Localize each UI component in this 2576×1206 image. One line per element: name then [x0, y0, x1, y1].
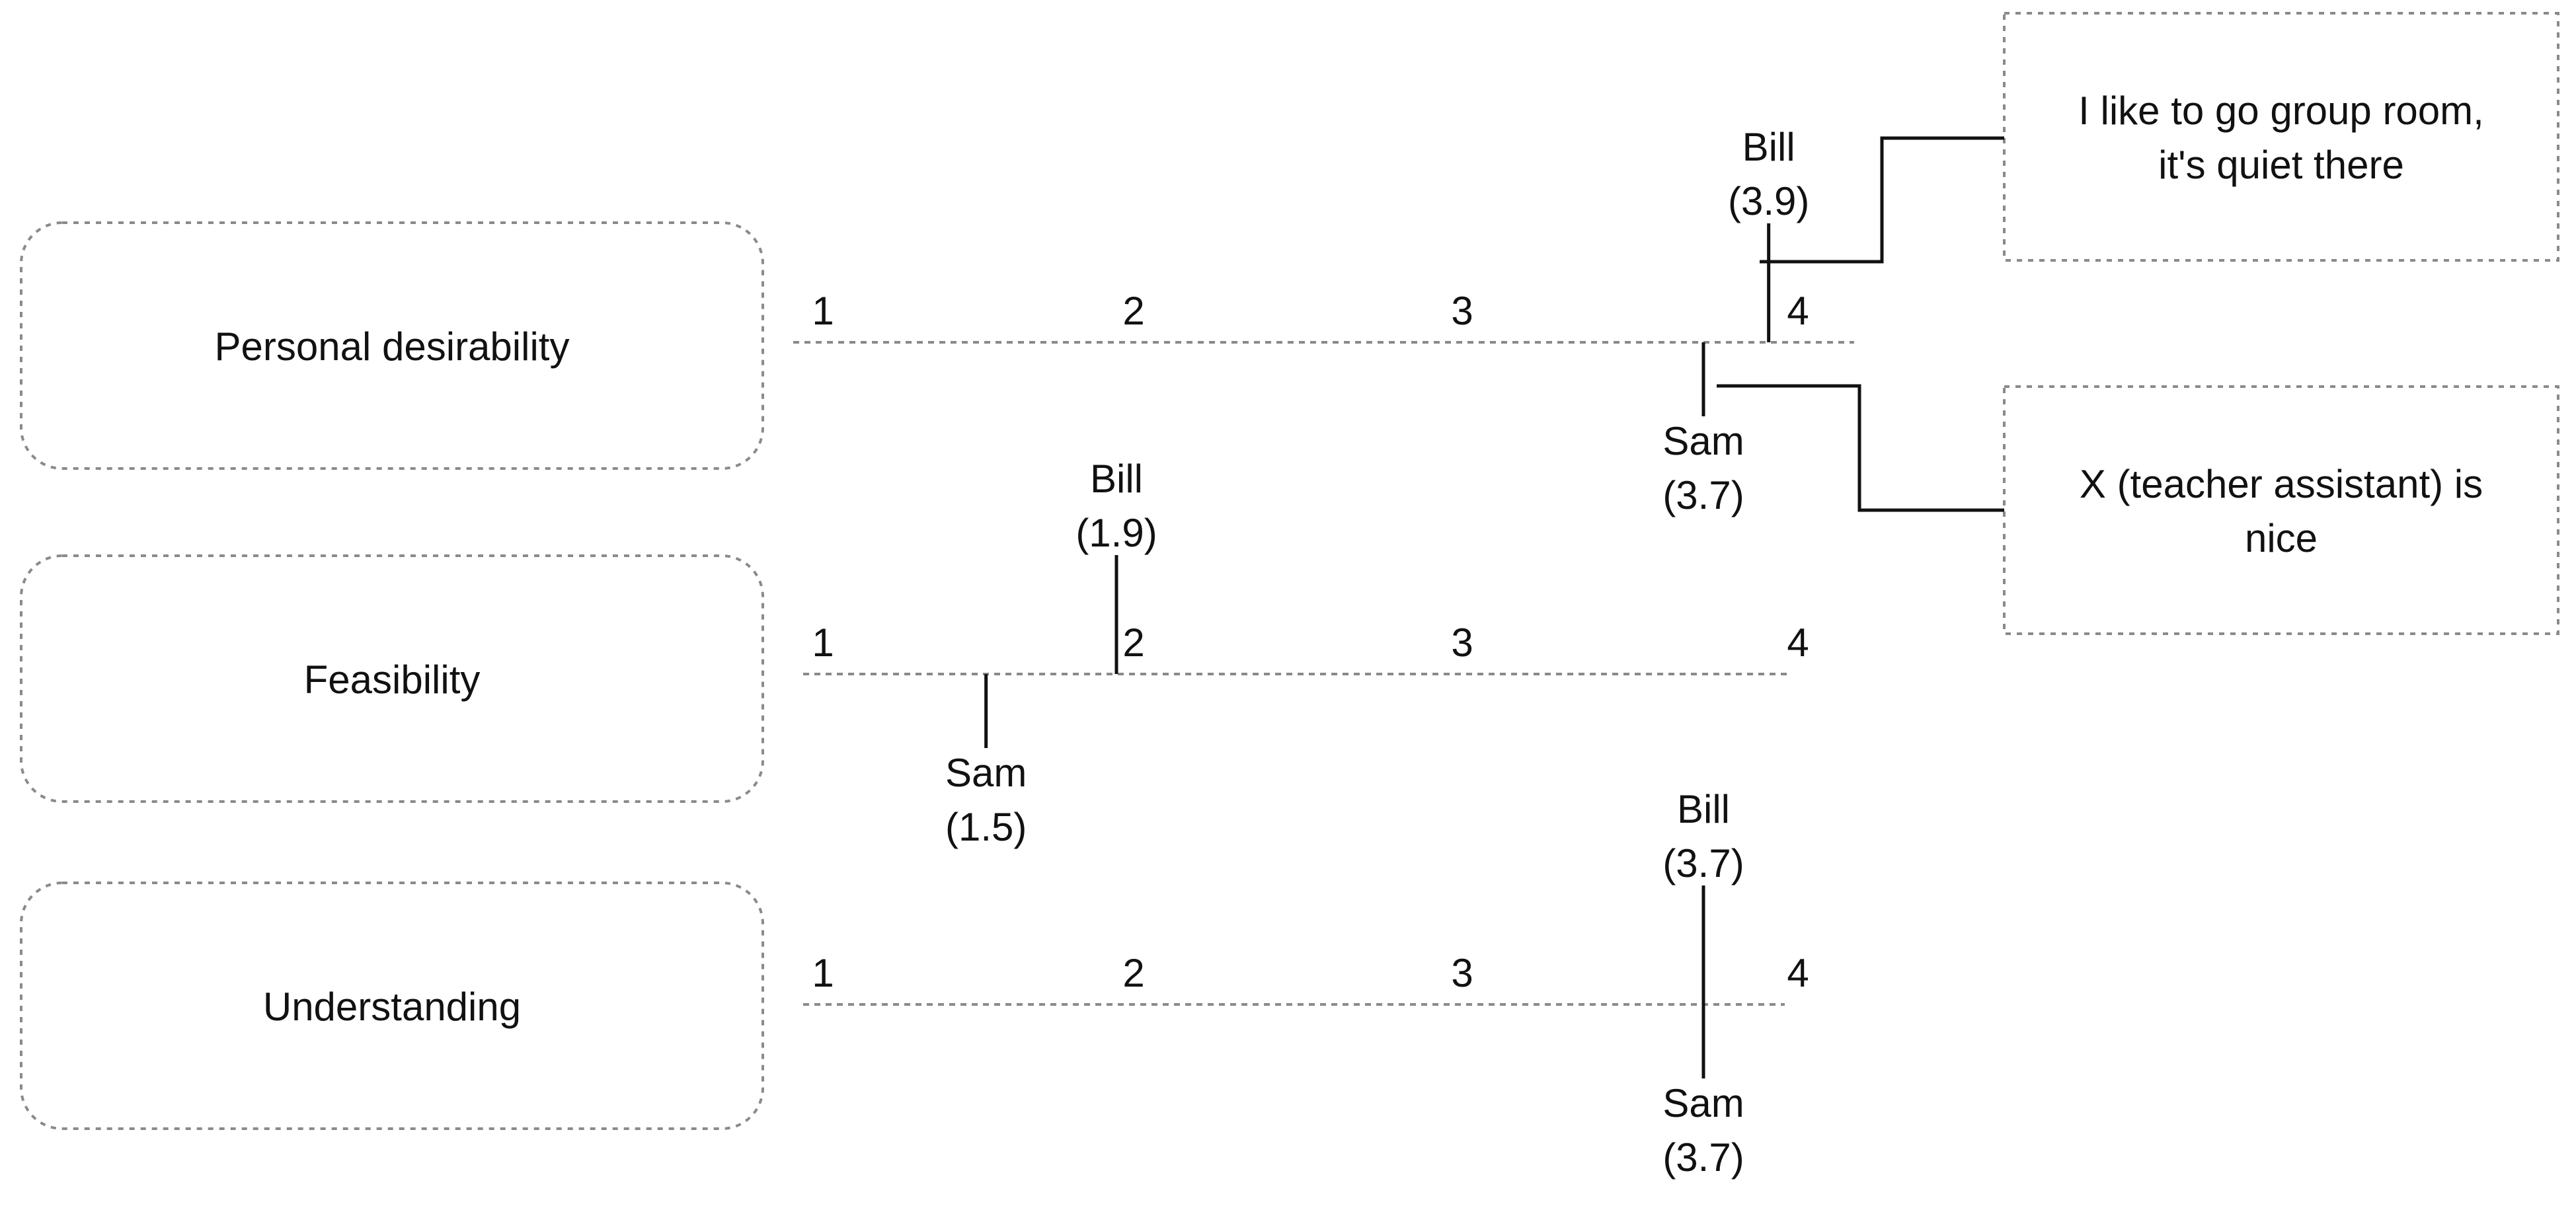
- category-label: Understanding: [263, 985, 521, 1029]
- category-label: Personal desirability: [215, 324, 570, 369]
- category-box: [20, 221, 764, 470]
- tick-label: 2: [1122, 289, 1144, 333]
- marker-value: (3.9): [1728, 179, 1809, 223]
- tick-label: 4: [1787, 289, 1809, 333]
- comment-text: X (teacher assistant) is: [2080, 462, 2483, 506]
- marker-name: Bill: [1742, 125, 1795, 169]
- comments-layer: I like to go group room, it's quiet there…: [1717, 12, 2559, 635]
- comment-text: it's quiet there: [2158, 143, 2404, 187]
- tick-label: 1: [812, 289, 834, 333]
- comment-box: [2003, 12, 2559, 262]
- scale-axes-layer: 1 2 3 4 1 2 3 4 1 2 3 4: [793, 289, 1854, 1006]
- marker-bill: Bill (3.7): [1662, 787, 1744, 1004]
- tick-label: 1: [812, 621, 834, 665]
- marker-sam: Sam (1.5): [945, 674, 1027, 849]
- tick-label: 1: [812, 951, 834, 995]
- marker-value: (3.7): [1662, 473, 1744, 517]
- marker-name: Sam: [945, 751, 1027, 795]
- marker-name: Bill: [1677, 787, 1730, 831]
- marker-name: Sam: [1662, 419, 1744, 463]
- marker-bill: Bill (1.9): [1075, 457, 1157, 674]
- marker-value: (1.9): [1075, 511, 1157, 555]
- tick-label: 3: [1451, 951, 1473, 995]
- marker-bill: Bill (3.9): [1728, 125, 1809, 342]
- tick-label: 3: [1451, 621, 1473, 665]
- marker-name: Bill: [1090, 457, 1143, 501]
- category-box: [20, 554, 764, 803]
- marker-value: (3.7): [1662, 841, 1744, 886]
- tick-label: 4: [1787, 951, 1809, 995]
- tick-label: 2: [1122, 951, 1144, 995]
- tick-label: 4: [1787, 621, 1809, 665]
- comment-text: I like to go group room,: [2078, 89, 2484, 133]
- markers-layer: Bill (3.9) Sam (3.7) Bill (1.9) Sam (1.5) Bill (3…: [945, 125, 1809, 1180]
- marker-value: (1.5): [945, 805, 1027, 849]
- marker-sam: Sam (3.7): [1662, 1004, 1744, 1180]
- tick-label: 3: [1451, 289, 1473, 333]
- tick-label: 2: [1122, 621, 1144, 665]
- comment-connector: [1717, 384, 2004, 512]
- comment-text: nice: [2245, 516, 2318, 560]
- category-boxes-layer: Personal desirabilityFeasibilityUndersta…: [20, 221, 764, 1130]
- comment-connector: [1760, 136, 2004, 264]
- marker-sam: Sam (3.7): [1662, 342, 1744, 517]
- marker-name: Sam: [1662, 1081, 1744, 1125]
- category-label: Feasibility: [304, 658, 481, 702]
- category-box: [20, 882, 764, 1130]
- marker-value: (3.7): [1662, 1135, 1744, 1180]
- comment-box: [2003, 385, 2559, 635]
